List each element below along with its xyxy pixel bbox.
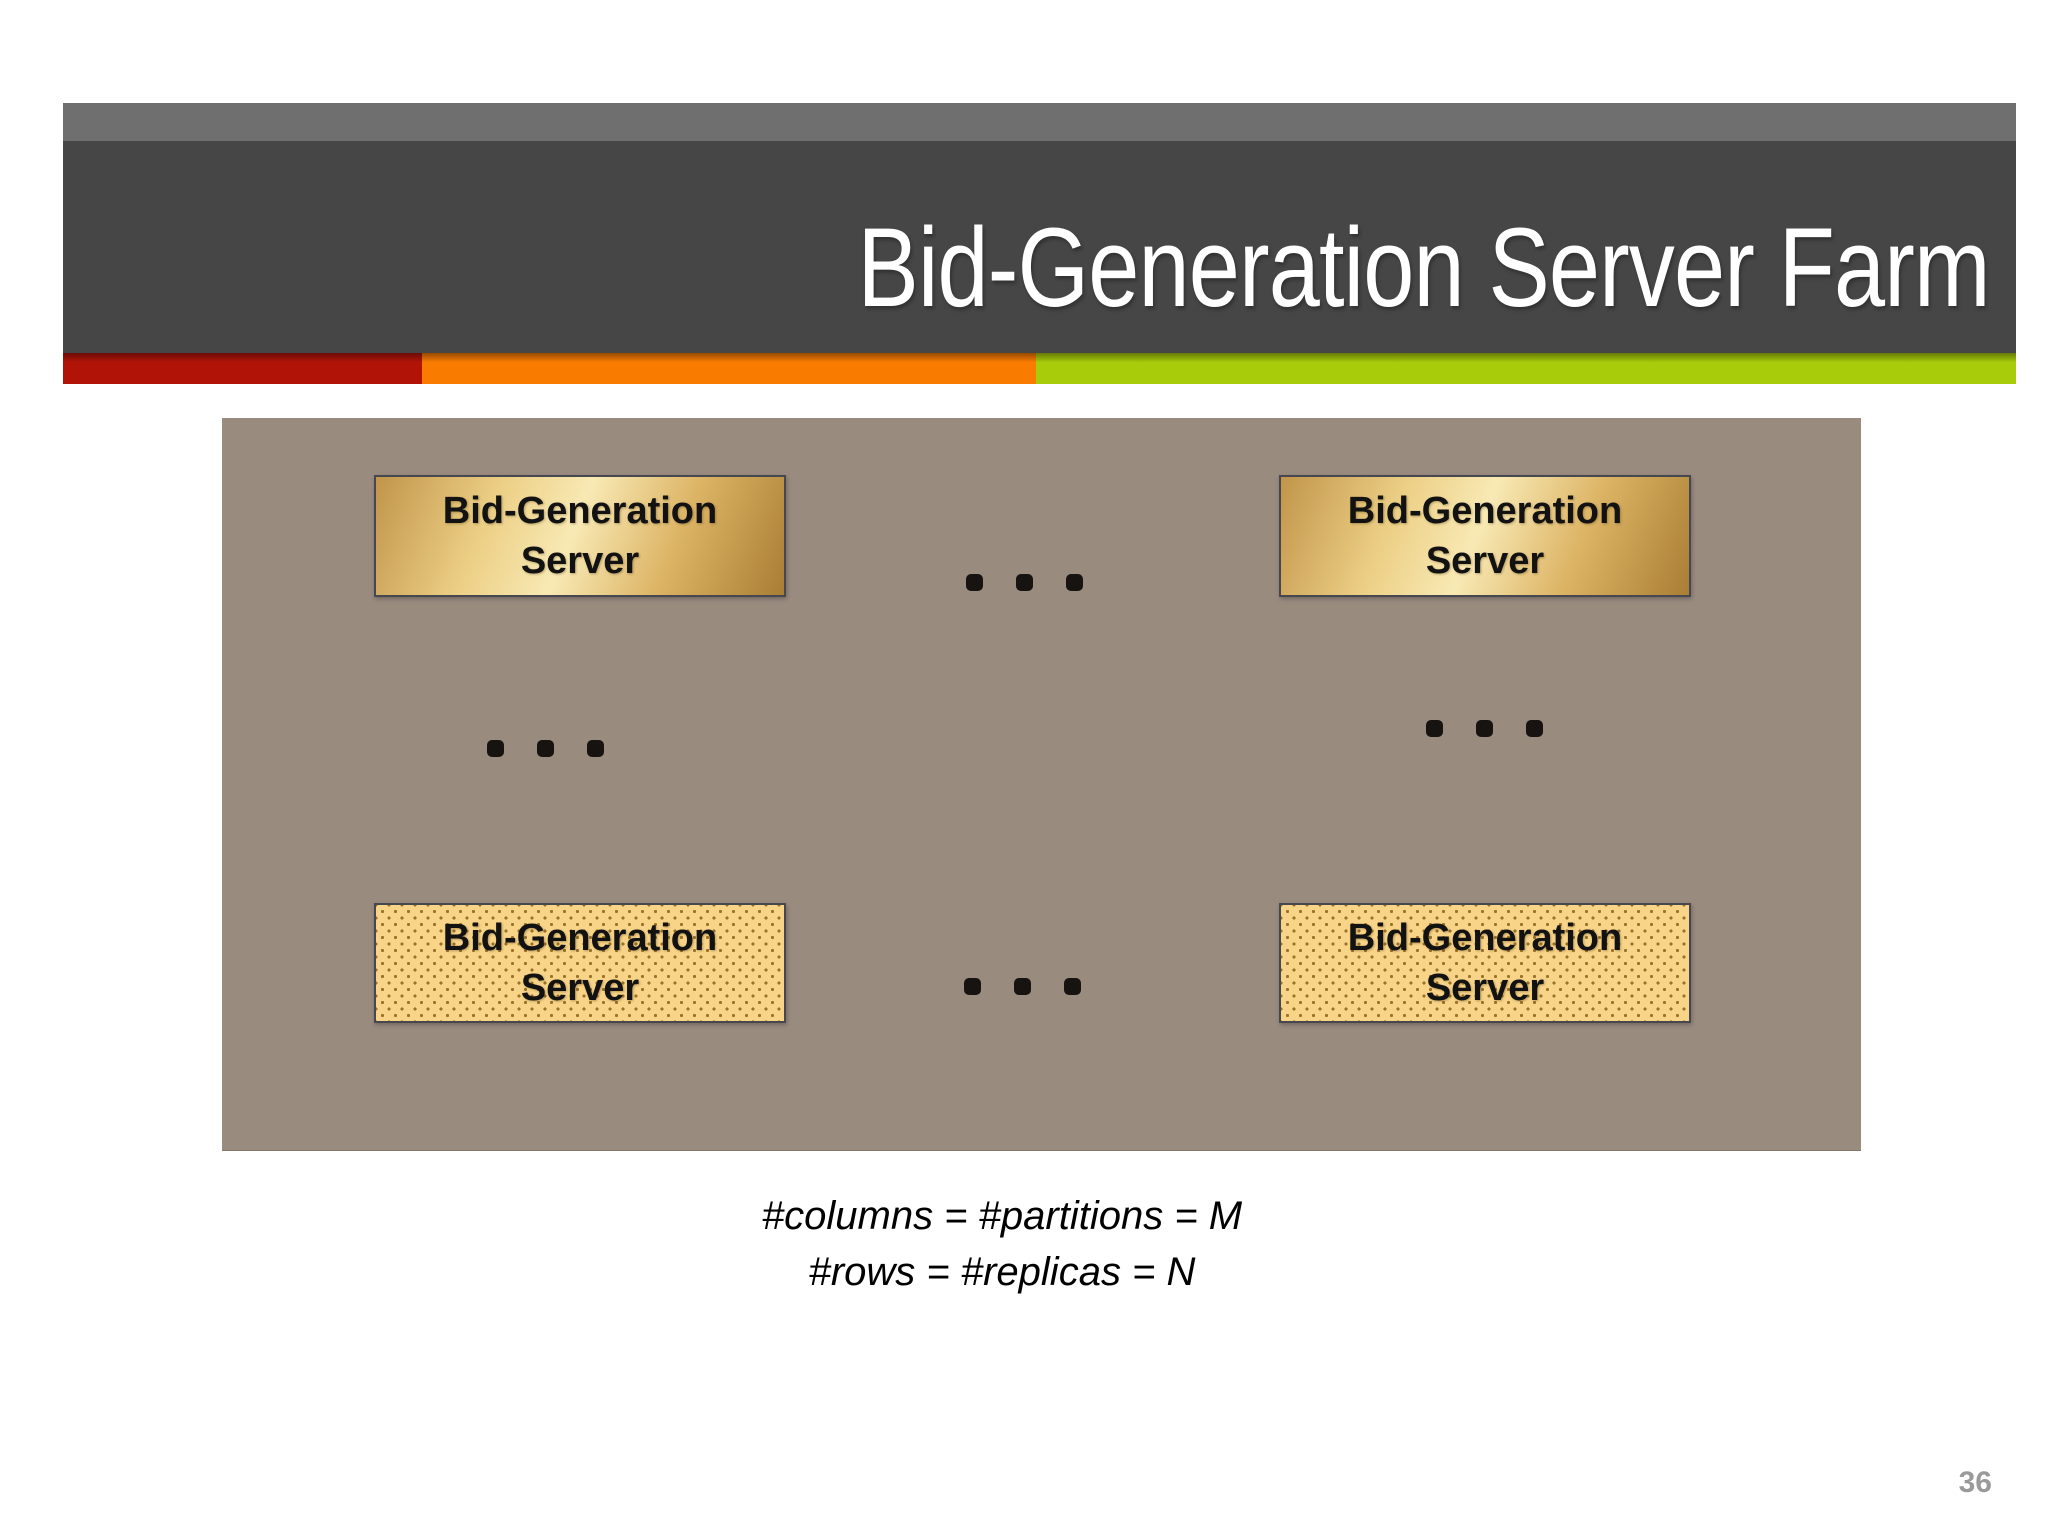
server-box-label-line2: Server [520,967,640,1009]
ellipsis-dots-icon [487,740,604,757]
server-box-label-line1: Bid-Generation [1347,917,1623,959]
ellipsis-dots-icon [964,978,1081,995]
server-box-bottom-left: Bid-Generation Server [374,903,786,1023]
server-box-label-line2: Server [520,540,640,582]
server-box-label-line1: Bid-Generation [442,490,718,532]
slide-title: Bid-Generation Server Farm [857,204,1991,330]
server-box-top-right: Bid-Generation Server [1279,475,1691,597]
header-top-strip [63,103,2016,141]
accent-stripe-green [1036,353,2016,384]
ellipsis-dots-icon [966,574,1083,591]
server-box-label-line1: Bid-Generation [442,917,718,959]
server-farm-panel: Bid-Generation Server Bid-Generation Ser… [222,418,1861,1151]
server-box-label-line2: Server [1425,967,1545,1009]
server-box-label-line2: Server [1425,540,1545,582]
title-bar: Bid-Generation Server Farm [63,141,2016,353]
ellipsis-dots-icon [1426,720,1543,737]
server-box-bottom-right: Bid-Generation Server [1279,903,1691,1023]
caption-line-rows: #rows = #replicas = N [808,1250,1196,1294]
accent-stripe-red [63,353,422,384]
server-box-label-line1: Bid-Generation [1347,490,1623,532]
accent-stripe-orange [422,353,1036,384]
page-number: 36 [1958,1466,1992,1499]
server-box-top-left: Bid-Generation Server [374,475,786,597]
formula-caption: #columns = #partitions = M #rows = #repl… [222,1188,1782,1300]
caption-line-columns: #columns = #partitions = M [761,1194,1243,1238]
